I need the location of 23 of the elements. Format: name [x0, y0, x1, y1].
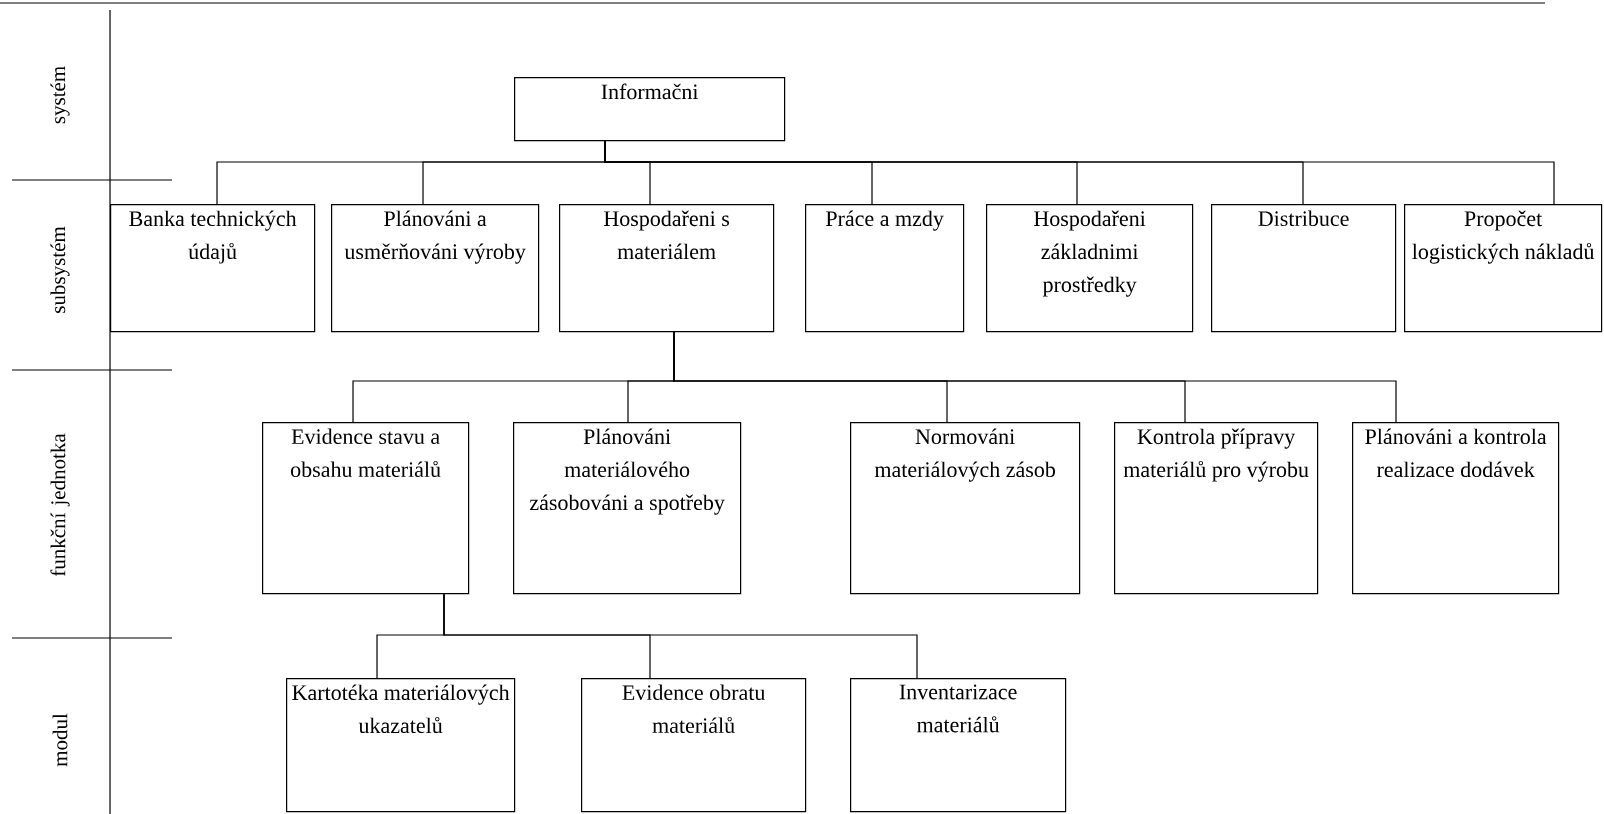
- org-box: Distribuce: [1211, 204, 1397, 333]
- org-box: Práce a mzdy: [805, 204, 965, 333]
- level-label: modul: [52, 713, 68, 767]
- org-box: Inventarizace materiálů: [850, 678, 1067, 813]
- org-box: Normováni materiálových zásob: [850, 422, 1081, 595]
- org-box: Kartotéka materiálových ukazatelů: [286, 678, 516, 813]
- connector-line: [673, 331, 1397, 423]
- org-box: Evidence obratu materiálů: [581, 678, 807, 813]
- org-box: Banka technických údajů: [110, 204, 316, 333]
- level-label: subsystém: [50, 226, 70, 313]
- connector-line: [443, 593, 918, 679]
- level-label: systém: [50, 66, 70, 124]
- org-box: Plánováni a kontrola realizace dodávek: [1352, 422, 1560, 595]
- org-box: Informačni: [514, 77, 786, 142]
- org-box: Hospodařeni s materiálem: [559, 204, 775, 333]
- org-box: Plánováni materiálového zásobováni a spotřeby: [513, 422, 742, 595]
- org-box: Hospodařeni základnimi prostředky: [986, 204, 1194, 333]
- org-box: Evidence stavu a obsahu materiálů: [262, 422, 470, 595]
- org-box: Kontrola přípravy materiálů pro výrobu: [1114, 422, 1319, 595]
- org-box: Plánováni a usměrňováni výroby: [331, 204, 540, 333]
- org-box: Propočet logistických nákladů: [1404, 204, 1603, 333]
- level-label: funkční jednotka: [50, 433, 70, 577]
- connector-line: [604, 140, 1555, 205]
